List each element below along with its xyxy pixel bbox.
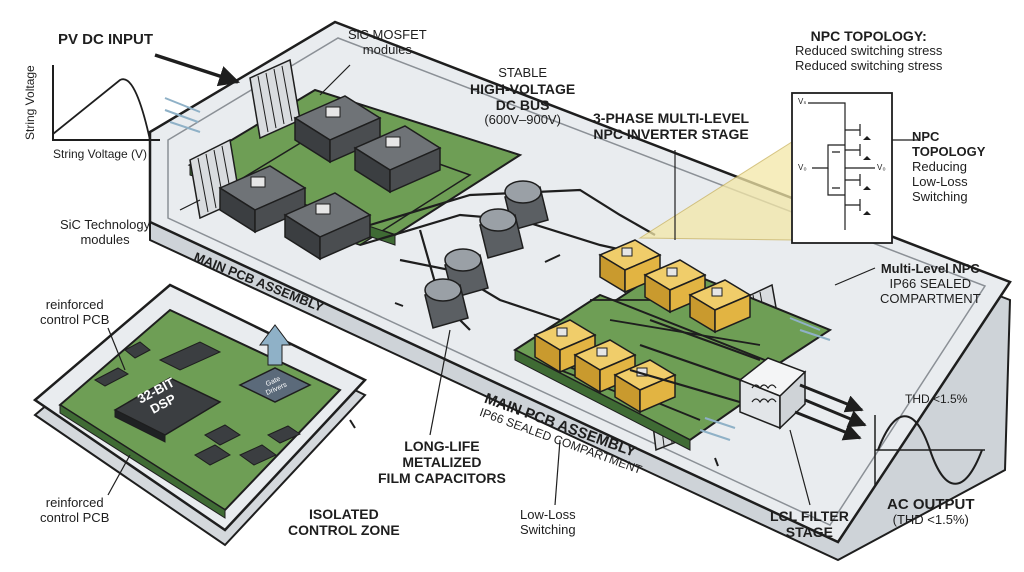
- gate-driver-chip: [238, 367, 312, 403]
- control-pcb-top-line1: reinforced: [45, 297, 104, 312]
- inverter-stage-label: 3-PHASE MULTI-LEVEL NPC INVERTER STAGE: [593, 110, 749, 142]
- npc-header-line2: Reduced switching stress: [795, 58, 943, 74]
- multi-level-line3: COMPARTMENT: [880, 290, 981, 306]
- thd-top-label: THD <1.5%: [905, 392, 968, 406]
- multi-level-label: Multi-Level NPC IP66 SEALED COMPARTMENT: [880, 261, 981, 307]
- npc-schematic: [791, 92, 893, 244]
- sic-technology-label: SiC Technology modules: [60, 217, 151, 248]
- npc-module: [688, 279, 752, 334]
- dc-bus-label: STABLE HIGH-VOLTAGE DC BUS (600V–900V): [470, 65, 576, 128]
- film-capacitors: [424, 180, 549, 329]
- ac-sine-wave: [874, 415, 985, 485]
- npc-side-line1: NPC: [912, 129, 940, 144]
- film-caps-line3: FILM CAPACITORS: [378, 470, 506, 487]
- npc-module: [598, 239, 662, 294]
- control-pcb-top-label: reinforced control PCB: [40, 297, 110, 328]
- film-caps-line2: METALIZED: [402, 454, 482, 471]
- lcl-line1: LCL FILTER: [770, 508, 849, 524]
- low-loss-label: Low-Loss Switching: [520, 507, 576, 538]
- dc-bus-line3: DC BUS: [495, 97, 550, 114]
- schematic-vs: Vₛ: [798, 97, 807, 106]
- dc-bus-line4: (600V–900V): [484, 112, 561, 128]
- pv-input-arrow: [154, 53, 240, 87]
- lcl-filter-label: LCL FILTER STAGE: [770, 508, 849, 540]
- pv-y-axis-label: String Voltage: [23, 65, 37, 140]
- npc-side-line4: Low-Loss: [912, 173, 968, 189]
- sic-technology-line1: SiC Technology: [60, 217, 151, 232]
- low-loss-line2: Switching: [520, 521, 576, 537]
- dc-bus-line1: STABLE: [498, 65, 548, 80]
- sic-module: [283, 192, 372, 261]
- low-loss-line1: Low-Loss: [520, 507, 576, 522]
- control-signal-arrow: [259, 324, 291, 366]
- npc-header-title: NPC TOPOLOGY:: [810, 28, 927, 44]
- multi-level-line2: IP66 SEALED: [889, 275, 972, 291]
- multi-level-line1: Multi-Level NPC: [880, 261, 980, 276]
- capacitor: [424, 278, 469, 329]
- npc-header-line1: Reduced switching stress: [795, 43, 943, 59]
- lcl-filter: [738, 357, 807, 430]
- dsp-chip: [113, 377, 222, 443]
- npc-topology-side-label: NPC TOPOLOGY Reducing Low-Loss Switching: [912, 129, 986, 205]
- ac-output-arrows: [794, 383, 867, 441]
- film-capacitors-label: LONG-LIFE METALIZED FILM CAPACITORS: [378, 438, 506, 486]
- isolated-zone-line2: CONTROL ZONE: [288, 522, 400, 539]
- npc-side-line5: Switching: [912, 188, 968, 204]
- control-pcb-bottom-line1: reinforced: [45, 495, 104, 510]
- npc-side-line3: Reducing: [912, 158, 967, 174]
- sic-mosfet-label: SiC MOSFET modules: [348, 27, 427, 58]
- sic-module: [218, 165, 307, 234]
- npc-topology-header: NPC TOPOLOGY: Reduced switching stress R…: [795, 28, 942, 74]
- control-pcb-top-line2: control PCB: [40, 311, 110, 327]
- pv-x-axis-label: String Voltage (V): [53, 147, 148, 161]
- sic-mosfet-line1: SiC MOSFET: [348, 27, 427, 42]
- output-bus: [629, 318, 761, 407]
- sic-modules: [218, 95, 442, 261]
- leader-lines: [107, 64, 918, 506]
- dc-bus-line2: HIGH-VOLTAGE: [470, 80, 576, 97]
- sic-module: [293, 95, 382, 164]
- control-components: [93, 341, 302, 466]
- lcl-line2: STAGE: [785, 524, 833, 541]
- control-pcb-bottom-line2: control PCB: [40, 509, 110, 525]
- pv-curve-chart: [52, 65, 160, 141]
- ac-output-label: AC OUTPUT (THD <1.5%): [887, 496, 975, 528]
- inverter-stage-line1: 3-PHASE MULTI-LEVEL: [593, 110, 750, 126]
- airflow-arrows: [164, 97, 831, 441]
- schematic-vo-in: V₀: [798, 163, 807, 172]
- pv-input-title: PV DC INPUT: [58, 31, 154, 48]
- capacitor: [479, 208, 524, 259]
- inverter-stage-line2: NPC INVERTER STAGE: [593, 126, 749, 143]
- ac-output-title: AC OUTPUT: [887, 496, 975, 513]
- sic-technology-line2: modules: [80, 231, 130, 247]
- ac-output-sub: (THD <1.5%): [892, 512, 969, 528]
- film-caps-line1: LONG-LIFE: [404, 438, 480, 454]
- sic-mosfet-line2: modules: [362, 41, 412, 57]
- isolated-zone-line1: ISOLATED: [309, 506, 379, 522]
- schematic-vo-out: V₀: [877, 163, 886, 172]
- npc-side-line2: TOPOLOGY: [912, 143, 986, 159]
- isolated-zone-label: ISOLATED CONTROL ZONE: [288, 506, 400, 538]
- sic-module: [353, 125, 442, 194]
- chassis-slots: [349, 254, 719, 467]
- control-pcb-bottom-label: reinforced control PCB: [40, 495, 110, 526]
